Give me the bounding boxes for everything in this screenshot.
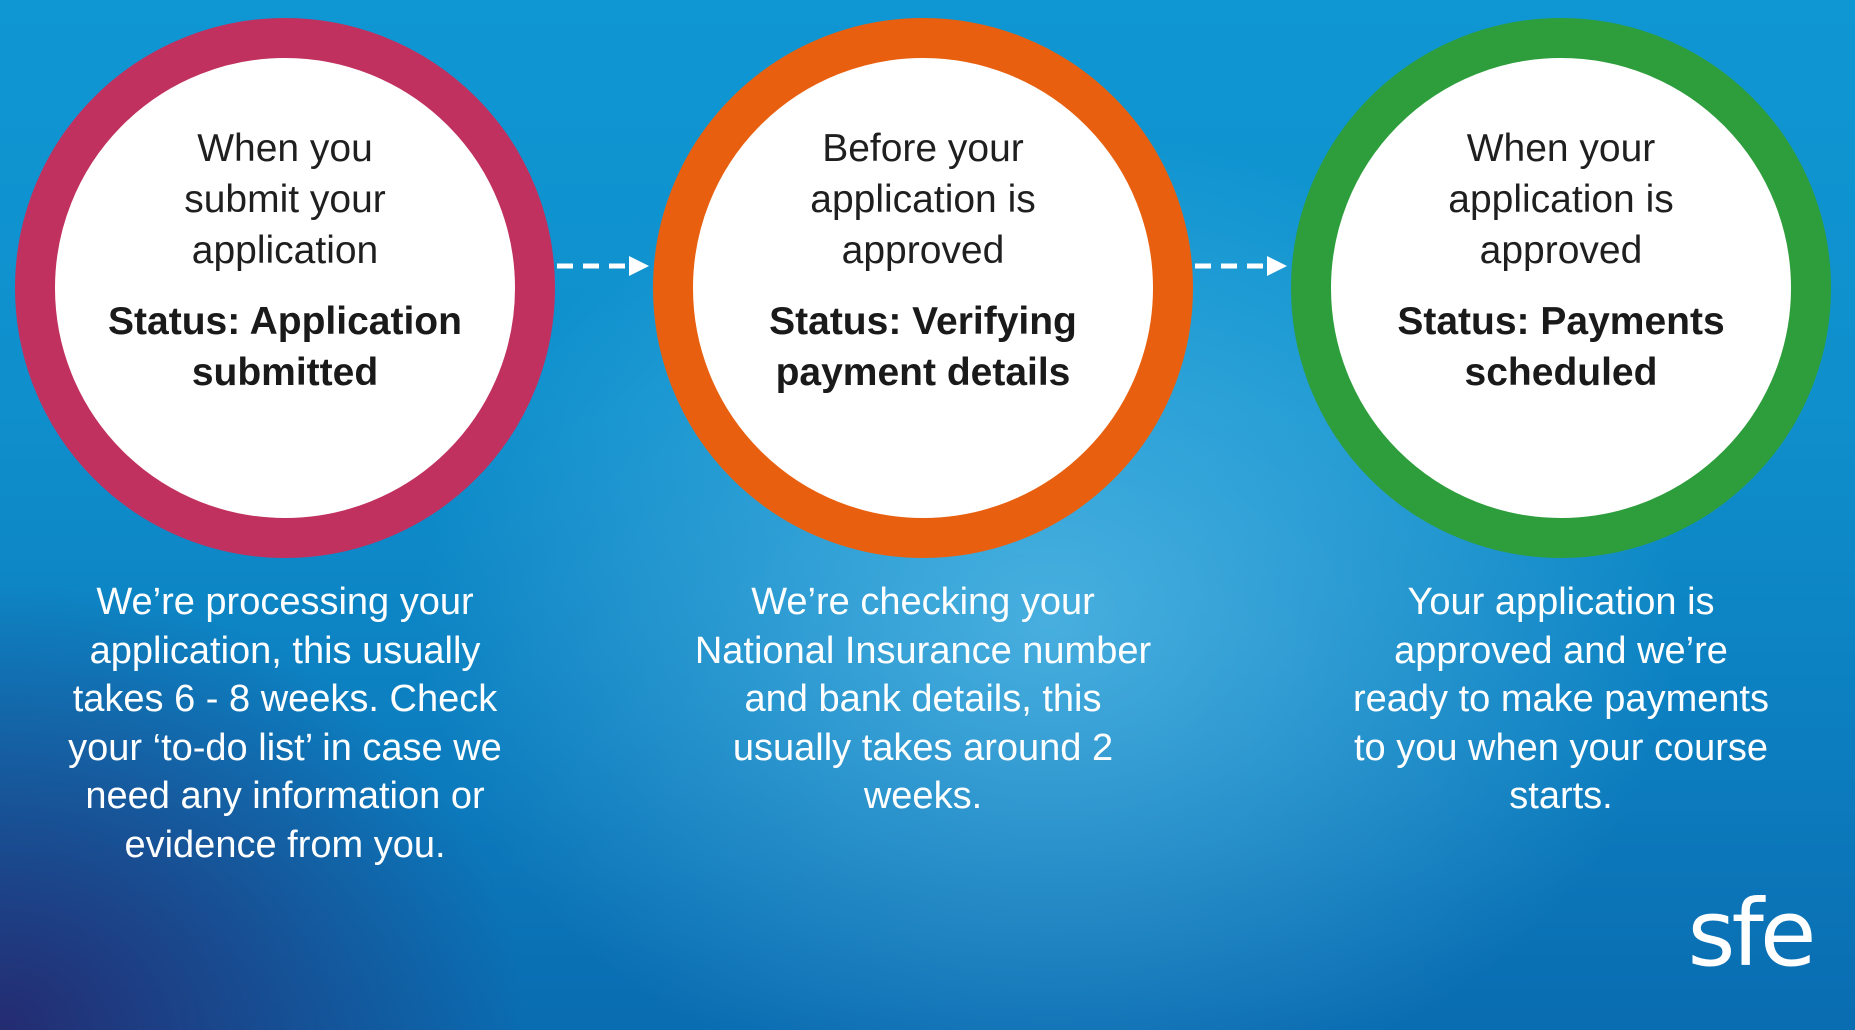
dashed-arrow-icon: [557, 256, 649, 276]
step-description: We’re checking your National Insurance n…: [694, 581, 1152, 817]
ring-content: When your application is approved Status…: [1331, 58, 1791, 518]
step-ring: Before your application is approved Stat…: [653, 18, 1193, 558]
step-status: Status: Payments scheduled: [1397, 299, 1725, 394]
step-ring: When you submit your application Status:…: [15, 18, 555, 558]
ring-content: When you submit your application Status:…: [55, 58, 515, 518]
step-ring: When your application is approved Status…: [1291, 18, 1831, 558]
step-status: Status: Verifying payment details: [769, 299, 1077, 394]
step-timing: When you submit your application: [184, 126, 386, 272]
step-status: Status: Application submitted: [108, 299, 462, 394]
sfe-logo: sfe: [1688, 880, 1817, 985]
dashed-arrow-icon: [1195, 256, 1287, 276]
step-description: We’re processing your application, this …: [68, 581, 502, 866]
ring-content: Before your application is approved Stat…: [693, 58, 1153, 518]
step-timing: Before your application is approved: [810, 126, 1036, 272]
step-timing: When your application is approved: [1448, 126, 1674, 272]
logo-text: sfe: [1688, 880, 1813, 985]
step-application-submitted: When you submit your application Status:…: [0, 0, 555, 1030]
step-payments-scheduled: When your application is approved Status…: [1276, 0, 1831, 1030]
step-description: Your application is approved and we’re r…: [1352, 581, 1770, 817]
step-verifying-payment-details: Before your application is approved Stat…: [638, 0, 1193, 1030]
